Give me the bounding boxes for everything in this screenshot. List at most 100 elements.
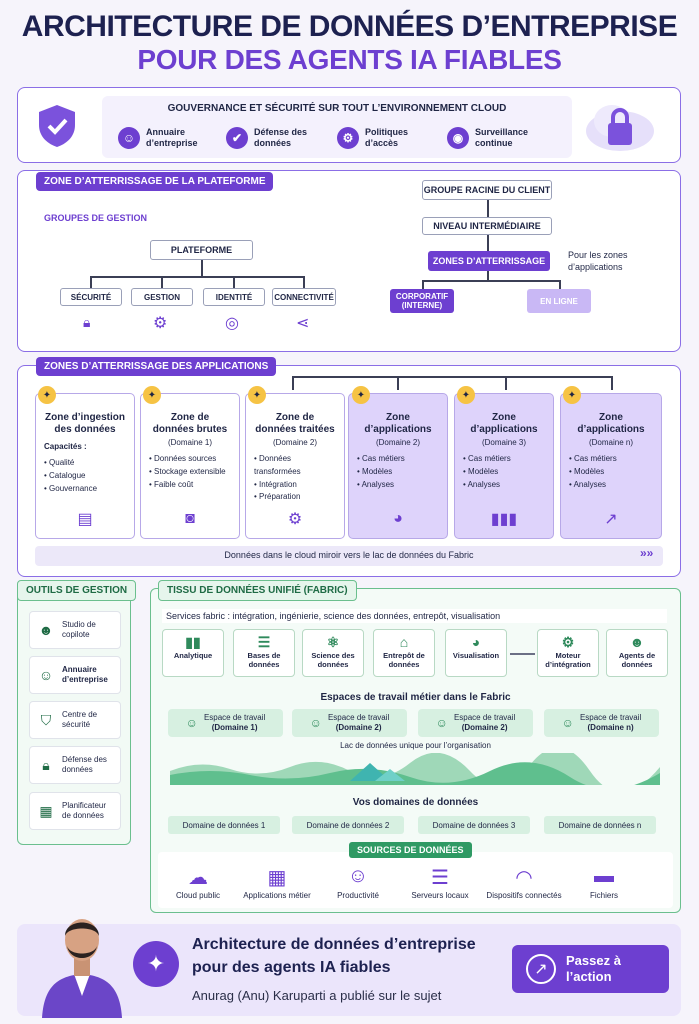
connectivite-box: CONNECTIVITÉ <box>272 288 336 306</box>
robot-icon: ☻ <box>629 634 645 650</box>
lightbulb-icon: ✦ <box>133 941 179 987</box>
landing-note: Pour les zones d’applications <box>568 250 628 272</box>
service-visualization: ◕Visualisation <box>445 629 507 677</box>
wifi-icon: ◠ <box>515 867 533 889</box>
pie-chart-icon: ◕ <box>471 634 481 650</box>
online-box: EN LIGNE <box>527 289 591 313</box>
robot-icon: ☻ <box>38 621 54 638</box>
database-icon: ☰ <box>257 634 271 650</box>
source-files: ▬Fichiers <box>561 865 647 900</box>
platform-panel <box>17 170 681 352</box>
service-warehouse: ⌂Entrepôt de données <box>373 629 435 677</box>
groups-label: GROUPES DE GESTION <box>44 213 148 223</box>
gov-item-defense: ✔Défense des données <box>226 127 326 149</box>
identite-box: IDENTITÉ <box>203 288 265 306</box>
governance-box <box>102 96 572 158</box>
gov-item-monitoring: ◉Surveillance continue <box>447 127 557 149</box>
chevrons-icon: »» <box>640 546 654 560</box>
bulb-icon: ✦ <box>248 386 266 404</box>
people-icon: ☺ <box>309 716 322 730</box>
app-zones-label: ZONES D’ATTERRISSAGE DES APPLICATIONS <box>36 357 277 376</box>
people-icon: ☺ <box>347 865 369 887</box>
workspace-n: ☺Espace de travail(Domaine n) <box>544 709 659 737</box>
workspaces-title: Espaces de travail métier dans le Fabric <box>320 692 511 703</box>
footer-author: Anurag (Anu) Karuparti a publié sur le s… <box>192 988 442 1003</box>
bar-chart-icon: ▮▮▮ <box>490 511 518 528</box>
data-domain-1: Domaine de données 1 <box>168 816 280 834</box>
tool-directory: ☺Annuaire d’entreprise <box>29 656 121 694</box>
gear-icon: ⚙ <box>561 634 575 650</box>
zone-card-processed: Zone de données traitées (Domaine 2) Don… <box>245 393 345 539</box>
sources-panel <box>158 852 673 908</box>
gear-icon: ⚙ <box>287 511 303 528</box>
calendar-icon: ▦ <box>39 802 53 819</box>
zone-card-app-3: Zone d’applications (Domaine 3) Cas méti… <box>454 393 554 539</box>
tool-copilot-studio: ☻Studio de copilote <box>29 611 121 649</box>
bar-chart-icon: ▮▮ <box>185 634 201 650</box>
data-domain-3: Domaine de données 3 <box>418 816 530 834</box>
source-productivity: ☺Productivité <box>315 865 401 900</box>
tool-data-planner: ▦Planificateur de données <box>29 792 121 830</box>
bulb-icon: ✦ <box>457 386 475 404</box>
governance-heading: GOUVERNANCE ET SÉCURITÉ SUR TOUT L’ENVIR… <box>167 103 507 114</box>
service-data-science: ⚛Science des données <box>302 629 364 677</box>
bulb-icon: ✦ <box>143 386 161 404</box>
gov-item-policies: ⚙Politiques d’accès <box>337 127 437 149</box>
service-databases: ☰Bases de données <box>233 629 295 677</box>
gestion-box: GESTION <box>131 288 193 306</box>
landing-zones-box: ZONES D’ATTERRISSAGE <box>428 251 550 271</box>
lake-text: Lac de données unique pour l’organisatio… <box>340 741 491 750</box>
source-business-apps: ▦Applications métier <box>234 865 320 900</box>
lake-wave-icon <box>170 747 660 793</box>
tool-security-center: ⛉Centre de sécurité <box>29 701 121 739</box>
zone-card-ingestion: Zone d’ingestion des données Capacités :… <box>35 393 135 539</box>
people-icon: ☺ <box>435 716 448 730</box>
bulb-icon: ✦ <box>563 386 581 404</box>
pie-chart-icon: ◕ <box>393 510 403 527</box>
atom-icon: ⚛ <box>326 634 340 650</box>
sources-label: SOURCES DE DONNÉES <box>349 842 472 858</box>
zone-card-raw: Zone de données brutes (Domaine 1) Donné… <box>140 393 240 539</box>
bulb-icon: ✦ <box>352 386 370 404</box>
cta-button[interactable]: ↗ Passez à l’action <box>512 945 669 993</box>
corporate-box: CORPORATIF (INTERNE) <box>390 289 454 313</box>
warehouse-icon: ⌂ <box>399 634 409 650</box>
source-local-servers: ☰Serveurs locaux <box>397 865 483 900</box>
gov-item-directory: ☺Annuaire d’entreprise <box>118 127 218 149</box>
cloud-icon: ☁ <box>188 867 208 889</box>
bulb-icon: ✦ <box>38 386 56 404</box>
arrow-icon: ↗ <box>526 954 556 984</box>
service-integration-engine: ⚙Moteur d’intégration <box>537 629 599 677</box>
domains-title: Vos domaines de données <box>352 797 479 808</box>
zone-card-app-2: Zone d’applications (Domaine 2) Cas méti… <box>348 393 448 539</box>
service-data-agents: ☻Agents de données <box>606 629 668 677</box>
platform-zone-label: ZONE D’ATTERRISSAGE DE LA PLATEFORME <box>36 172 274 191</box>
policy-icon: ⚙ <box>337 127 359 149</box>
intermediate-box: NIVEAU INTERMÉDIAIRE <box>422 217 552 235</box>
data-domain-2: Domaine de données 2 <box>292 816 404 834</box>
securite-box: SÉCURITÉ <box>60 288 122 306</box>
tool-data-defense: 🔒︎Défense des données <box>29 746 121 784</box>
footer-title: Architecture de données d’entreprise pou… <box>192 936 476 977</box>
shield-icon <box>36 103 78 149</box>
trend-icon: ↗ <box>604 511 618 528</box>
source-connected-devices: ◠Dispositifs connectés <box>481 865 567 900</box>
shield-icon: ⛉ <box>40 711 52 728</box>
source-public-cloud: ☁Cloud public <box>155 865 241 900</box>
plateforme-box: PLATEFORME <box>150 240 253 260</box>
fabric-label: TISSU DE DONNÉES UNIFIÉ (FABRIC) <box>158 580 357 601</box>
share-icon: ⋖ <box>296 315 310 332</box>
people-icon: ☺ <box>118 127 140 149</box>
bucket-icon: ◙ <box>185 510 195 527</box>
people-icon: ☺ <box>185 716 198 730</box>
workspace-3: ☺Espace de travail(Domaine 2) <box>418 709 533 737</box>
mirror-text: Données dans le cloud miroir vers le lac… <box>224 550 474 560</box>
avatar <box>36 906 128 1018</box>
zone-card-app-n: Zone d’applications (Domaine n) Cas méti… <box>560 393 662 539</box>
server-icon: ☰ <box>431 867 449 889</box>
workspace-1: ☺Espace de travail(Domaine 1) <box>168 709 283 737</box>
page-title: ARCHITECTURE DE DONNÉES D’ENTREPRISE <box>21 10 678 43</box>
workspace-2: ☺Espace de travail(Domaine 2) <box>292 709 407 737</box>
page-subtitle: POUR DES AGENTS IA FIABLES <box>137 44 562 75</box>
folder-icon: ▬ <box>594 865 614 887</box>
